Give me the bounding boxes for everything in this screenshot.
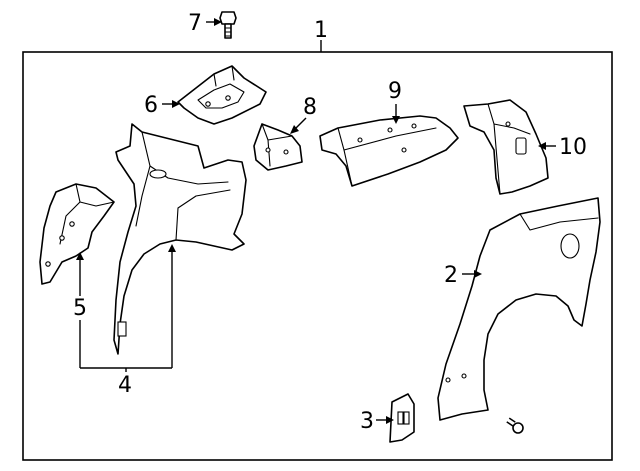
- part-2-fastener[interactable]: [506, 417, 524, 434]
- part-4-inner-wheelhouse[interactable]: [113, 123, 247, 355]
- callout-3: 3: [360, 409, 374, 434]
- callout-7: 7: [188, 11, 202, 36]
- callout-10: 10: [559, 135, 587, 160]
- callout-8: 8: [303, 95, 317, 120]
- callout-5: 5: [73, 296, 87, 321]
- part-10-panel[interactable]: [463, 99, 549, 195]
- part-7-bolt[interactable]: [219, 11, 237, 39]
- part-3-bracket[interactable]: [389, 393, 415, 443]
- callout-9: 9: [388, 79, 402, 104]
- part-6-bracket[interactable]: [177, 65, 267, 125]
- leader-lines: [76, 18, 556, 424]
- part-2-quarter-panel[interactable]: [437, 197, 601, 421]
- callout-labels: 1 2 3 4 5 6 7 8 9 10: [73, 11, 587, 434]
- callout-4: 4: [118, 373, 132, 398]
- callout-6: 6: [144, 93, 158, 118]
- callout-1: 1: [314, 18, 328, 43]
- part-5-wheelhouse-section[interactable]: [39, 183, 115, 285]
- callout-2: 2: [444, 263, 458, 288]
- part-8-bracket[interactable]: [253, 123, 303, 171]
